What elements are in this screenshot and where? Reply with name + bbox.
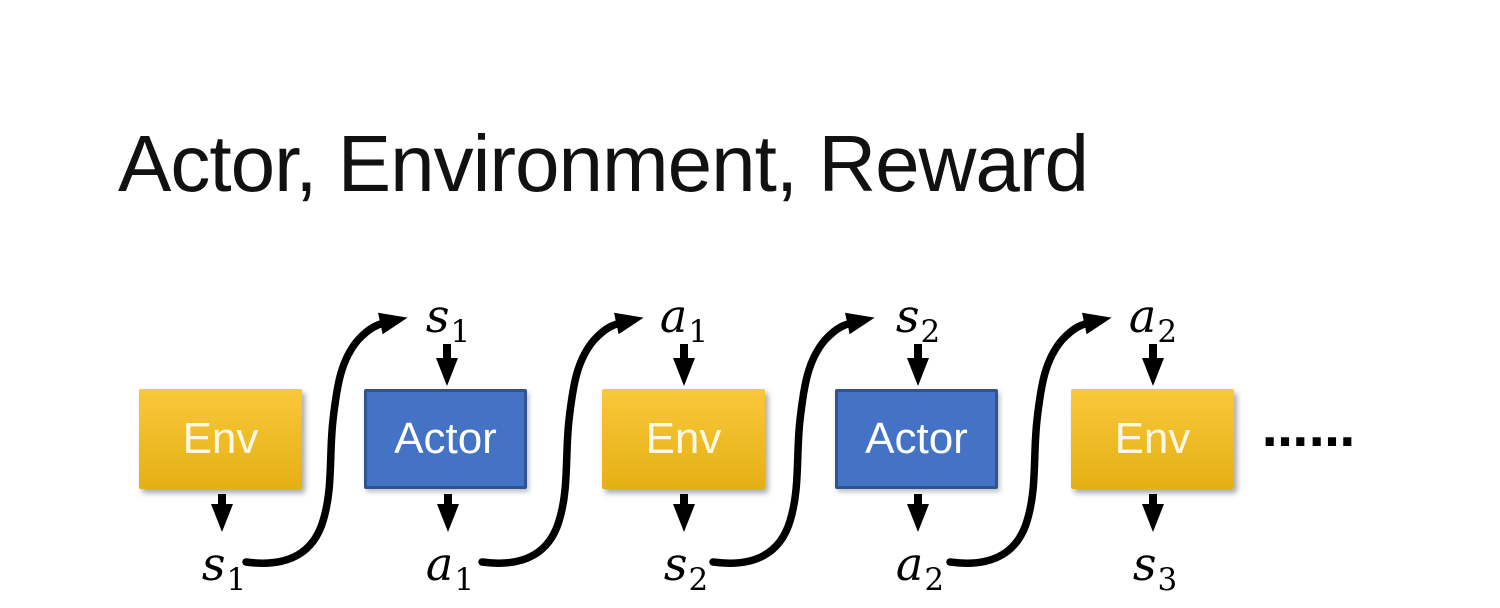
- env-box-3-label: Env: [1114, 414, 1191, 463]
- bottom-label-a1: a1: [390, 536, 510, 598]
- env-box-2: Env: [602, 389, 765, 489]
- math-base: s: [1132, 537, 1157, 591]
- math-base: s: [663, 537, 688, 591]
- top-label-s1: s1: [388, 288, 508, 350]
- actor-box-1: Actor: [364, 389, 527, 489]
- top-label-s2: s2: [858, 288, 978, 350]
- math-sub: 1: [688, 314, 709, 350]
- env-box-2-label: Env: [645, 414, 722, 463]
- math-base: a: [895, 537, 924, 591]
- env-box-1: Env: [139, 389, 302, 489]
- math-sub: 1: [450, 314, 471, 350]
- math-sub: 1: [454, 562, 475, 598]
- env-box-3: Env: [1071, 389, 1234, 489]
- math-base: a: [425, 537, 454, 591]
- math-sub: 3: [1157, 562, 1178, 598]
- slide-title: Actor, Environment, Reward: [118, 119, 1089, 208]
- math-sub: 1: [226, 562, 247, 598]
- math-base: a: [659, 289, 688, 343]
- top-label-a2: a2: [1093, 288, 1213, 350]
- bottom-label-s1: s1: [164, 536, 284, 598]
- bottom-label-s3: s3: [1095, 536, 1215, 598]
- ellipsis-dots: ……: [1262, 403, 1356, 457]
- math-sub: 2: [924, 562, 945, 598]
- math-base: s: [425, 289, 450, 343]
- math-base: a: [1128, 289, 1157, 343]
- math-sub: 2: [1157, 314, 1178, 350]
- math-base: s: [201, 537, 226, 591]
- math-base: s: [895, 289, 920, 343]
- actor-box-2-label: Actor: [865, 414, 968, 463]
- actor-box-2: Actor: [835, 389, 998, 489]
- math-sub: 2: [688, 562, 709, 598]
- bottom-label-a2: a2: [860, 536, 980, 598]
- bottom-label-s2: s2: [626, 536, 746, 598]
- top-label-a1: a1: [624, 288, 744, 350]
- env-box-1-label: Env: [182, 414, 259, 463]
- math-sub: 2: [920, 314, 941, 350]
- actor-box-1-label: Actor: [394, 414, 497, 463]
